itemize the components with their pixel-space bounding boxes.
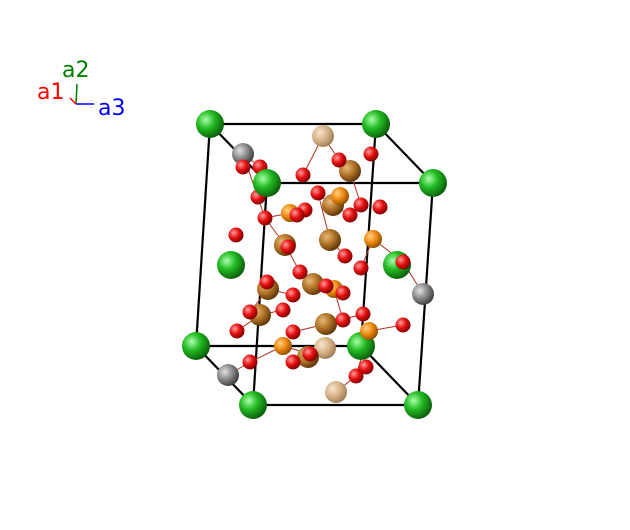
atom-gray [412,283,434,305]
atom-orange [331,187,349,205]
atom-red [358,359,374,375]
atom-red [353,260,369,276]
atom-red [372,199,388,215]
atom-red [285,287,301,303]
atom-red [235,159,251,175]
atom-red [318,278,334,294]
axis-indicator: a2 a1 a3 [37,58,125,121]
atom-red [242,354,258,370]
atom-brown [319,229,341,251]
axis-label-a3: a3 [98,96,125,121]
atom-green [239,391,267,419]
atom-red [280,239,296,255]
atom-orange [274,337,292,355]
atom-green [419,169,447,197]
atom-tan [314,337,336,359]
atom-red [337,248,353,264]
axis-label-a1: a1 [37,80,64,105]
atom-red [292,264,308,280]
atom-green [182,332,210,360]
cell-edge [194,123,212,347]
atom-green [253,169,281,197]
atom-red [228,227,244,243]
atom-red [229,323,245,339]
atom-red [395,254,411,270]
atom-orange [364,230,382,248]
axis-a2-line [75,83,78,105]
atom-red [363,146,379,162]
atom-red [342,207,358,223]
atom-red [353,197,369,213]
atom-red [285,324,301,340]
atom-orange [360,322,378,340]
atom-red [331,152,347,168]
atoms [182,110,447,419]
atom-brown [315,313,337,335]
atom-tan [312,125,334,147]
atom-red [295,167,311,183]
atom-red [302,346,318,362]
atom-tan [325,381,347,403]
atom-green [196,110,224,138]
atom-green [362,110,390,138]
atom-red [275,302,291,318]
atom-red [259,274,275,290]
atom-red [355,306,371,322]
atom-gray [232,143,254,165]
atom-green [217,251,245,279]
atom-green [404,391,432,419]
atom-red [310,185,326,201]
atom-red [285,354,301,370]
atom-brown [339,160,361,182]
atom-red [335,312,351,328]
atom-gray [217,364,239,386]
atom-red [395,317,411,333]
axis-label-a2: a2 [62,58,89,83]
atom-red [289,207,305,223]
atom-red [242,304,258,320]
atom-brown [302,273,324,295]
atom-red [335,285,351,301]
axis-a1-line [69,97,77,105]
atom-red [348,368,364,384]
atom-red [257,210,273,226]
